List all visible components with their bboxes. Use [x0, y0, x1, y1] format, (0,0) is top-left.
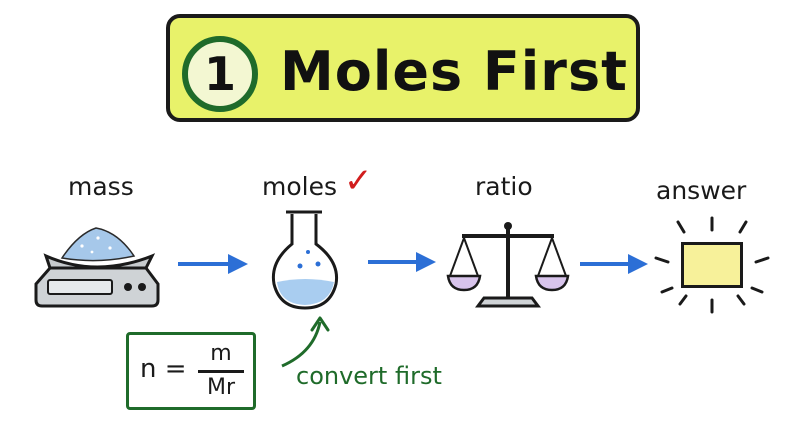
convert-arrow [281, 321, 322, 368]
answer-glow-rays [654, 216, 770, 314]
step-label-moles: moles [262, 172, 337, 201]
scale-icon [34, 227, 160, 308]
formula-lhs: n = [140, 354, 187, 384]
flask-icon [271, 210, 339, 310]
step-number-badge: 1 [182, 36, 258, 112]
step-label-mass: mass [68, 172, 134, 201]
convert-first-note: convert first [296, 362, 442, 390]
step-label-answer: answer [656, 176, 747, 205]
answer-box [681, 242, 743, 288]
checkmark-icon: ✓ [344, 161, 373, 201]
formula-numerator: m [210, 341, 232, 366]
formula-denominator: Mr [206, 375, 236, 400]
fraction-bar [198, 370, 244, 373]
step-label-ratio: ratio [475, 172, 533, 201]
balance-scales-icon [446, 222, 570, 308]
page-title: Moles First [280, 40, 628, 103]
